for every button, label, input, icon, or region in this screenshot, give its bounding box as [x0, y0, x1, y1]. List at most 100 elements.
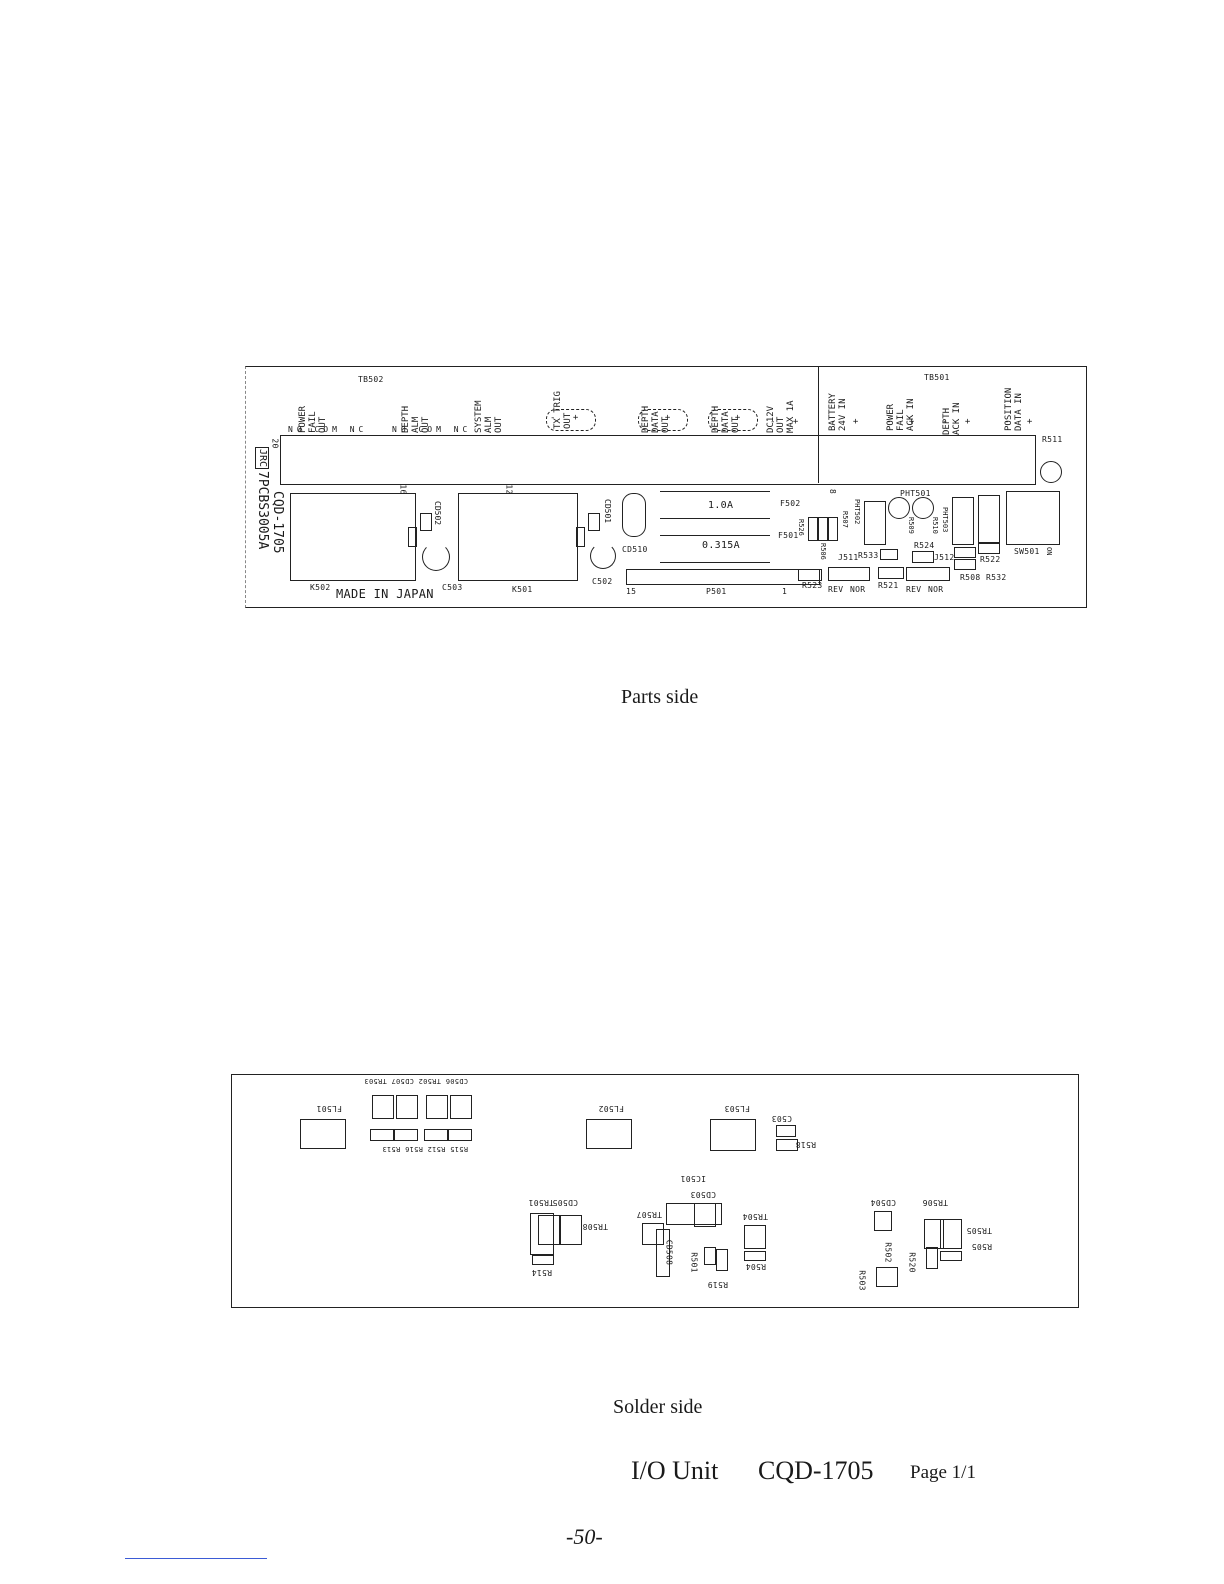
- solder-block-3: [396, 1095, 418, 1119]
- depth-data-jumper-1: [638, 409, 688, 431]
- footer-unit: I/O Unit: [631, 1456, 719, 1485]
- cd502-diode: [408, 527, 417, 547]
- r507-label: R507: [841, 511, 849, 528]
- r523-label: R523: [802, 581, 823, 590]
- resistor-r506: [828, 517, 838, 541]
- terminal-strip: [280, 435, 1036, 485]
- tr506-label: TR506: [922, 1198, 948, 1207]
- jrc-mark: JRC: [255, 447, 269, 470]
- r506-label: R506: [819, 543, 827, 560]
- pins-power-fail: NO COM NC: [288, 425, 368, 434]
- cd502-body: [420, 513, 432, 531]
- resistor-r532: [978, 543, 1000, 554]
- pins-depth-data-1: - +: [642, 413, 677, 423]
- sw501-on: ON: [1045, 547, 1053, 556]
- pins-depth-data-2: - +: [712, 413, 747, 423]
- r522-label: R522: [980, 555, 1001, 564]
- j511-rev: REV: [828, 585, 844, 594]
- pins-position: - +: [1004, 417, 1039, 427]
- footer-page: Page 1/1: [910, 1462, 976, 1483]
- pin-8: 8: [828, 488, 838, 495]
- transistor-tr505: [924, 1219, 944, 1249]
- r503-label: R503: [857, 1270, 867, 1291]
- pht502-label: PHT502: [853, 499, 861, 525]
- filter-fl501: [300, 1119, 346, 1149]
- k501-label: K501: [512, 585, 533, 594]
- cd501-diode: [576, 527, 585, 547]
- resistor-r522: [954, 547, 976, 558]
- pins-tx-trig: - +: [550, 413, 585, 423]
- r501-label: R501: [689, 1252, 699, 1273]
- transistor-tr508: [560, 1215, 582, 1245]
- diode-cd503-drawn-box: [694, 1203, 716, 1227]
- resistor-r508: [954, 559, 976, 570]
- jumper-j512: [906, 567, 950, 581]
- r514-label: R514: [531, 1268, 552, 1277]
- filter-fl503: [710, 1119, 756, 1151]
- pins-battery: - +: [830, 417, 865, 427]
- tx-trig-jumper: [546, 409, 596, 431]
- relay-k502: [290, 493, 416, 581]
- solder-block-4: [372, 1095, 394, 1119]
- r526-label: R526: [797, 519, 805, 536]
- resistor-r523: [798, 569, 822, 581]
- tb501-label: TB501: [924, 373, 950, 382]
- resistor-r504: [744, 1251, 766, 1261]
- resistor-r533: [880, 549, 898, 560]
- resistor-r520: [926, 1247, 938, 1269]
- resistor-r510: [912, 497, 934, 519]
- fuse-0315a-label: 0.315A: [702, 540, 740, 551]
- resistor-r507: [818, 517, 828, 541]
- r505-label: R505: [971, 1242, 992, 1251]
- p501-pin-15: 15: [626, 587, 637, 596]
- resistor-r519: [716, 1249, 728, 1271]
- terminal-depth-ack-in: DEPTH ACK IN: [942, 402, 962, 435]
- resistor-r505: [940, 1251, 962, 1261]
- cd503-label: CD503: [690, 1190, 716, 1199]
- cd508-label: CD508: [664, 1239, 674, 1266]
- r524-label: R524: [914, 541, 935, 550]
- resistor-r526: [808, 517, 818, 541]
- r520-label: R520: [907, 1252, 917, 1273]
- cd510-label: CD510: [622, 545, 648, 554]
- pht503-label: PHT503: [941, 507, 949, 533]
- depth-data-jumper-2: [708, 409, 758, 431]
- j511-nor: NOR: [850, 585, 866, 594]
- tr505-label: TR505: [966, 1226, 992, 1235]
- r510-label: R510: [931, 517, 939, 534]
- r532-label: R532: [986, 573, 1007, 582]
- fl503-label: FL503: [724, 1104, 750, 1113]
- tr508-label: TR508: [582, 1222, 608, 1231]
- transistor-tr504: [744, 1225, 766, 1249]
- jumper-j511: [828, 567, 870, 581]
- r533-label: R533: [858, 551, 879, 560]
- fl502-label: FL502: [598, 1104, 624, 1113]
- p501-label: P501: [706, 587, 727, 596]
- k502-label: K502: [310, 583, 331, 592]
- c503-capacitor: [422, 543, 450, 571]
- terminal-system-alm-out: SYSTEM ALM OUT: [474, 400, 504, 433]
- pins-dc12v: - +: [770, 417, 805, 427]
- ic501-label: IC501: [680, 1174, 706, 1183]
- fuse-f502: [660, 491, 770, 519]
- r508-label: R508: [960, 573, 981, 582]
- solder-parts-top-label: CD506 TR502 CD507 TR503: [364, 1077, 468, 1085]
- resistor-r509: [888, 497, 910, 519]
- solder-parts-bottom-label: R515 R512 R516 R513: [382, 1145, 468, 1153]
- solder-block-2: [426, 1095, 448, 1119]
- resistor-r501: [704, 1247, 716, 1265]
- resistor-r503: [876, 1267, 898, 1287]
- r518-label: R518: [795, 1140, 816, 1149]
- switch-sw501: [1006, 491, 1060, 545]
- filter-fl502: [586, 1119, 632, 1149]
- solder-block-1: [450, 1095, 472, 1119]
- r502-label: R502: [883, 1242, 893, 1263]
- c503-label: C503: [442, 583, 463, 592]
- resistor-r514: [532, 1255, 554, 1265]
- j511-label: J511: [838, 553, 859, 562]
- cd510-zener: [622, 493, 646, 537]
- resistor-r511: [1040, 461, 1062, 483]
- solder-side-board: CD506 TR502 CD507 TR503 R515 R512 R516 R…: [231, 1074, 1079, 1308]
- solder-r-1: [448, 1129, 472, 1141]
- c502-capacitor: [590, 543, 616, 569]
